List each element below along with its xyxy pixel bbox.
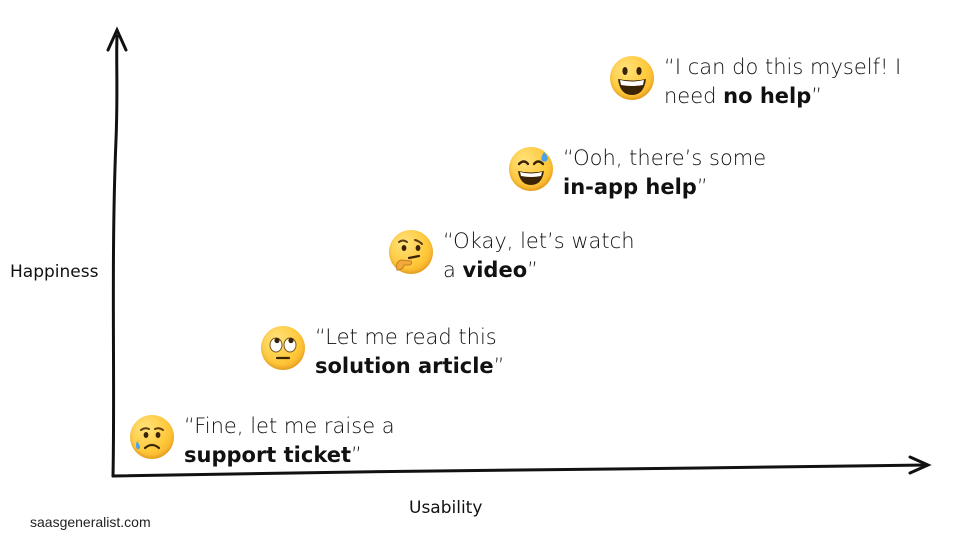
stage-quote: “Ooh, there’s some in-app help” bbox=[563, 144, 863, 202]
quote-line-1: “Let me read this bbox=[315, 325, 497, 349]
grinning-face-icon bbox=[610, 56, 654, 100]
quote-line-2: solution article” bbox=[315, 352, 615, 381]
quote-line-1: “Fine, let me raise a bbox=[184, 414, 395, 438]
quote-close: ” bbox=[527, 258, 539, 282]
stage-quote: “Fine, let me raise a support ticket” bbox=[184, 412, 484, 470]
x-axis-label: Usability bbox=[409, 498, 483, 518]
site-watermark: saasgeneralist.com bbox=[30, 514, 151, 530]
quote-emphasis: support ticket bbox=[184, 443, 352, 467]
quote-emphasis: video bbox=[462, 258, 528, 282]
x-axis-arrowhead bbox=[908, 455, 932, 475]
y-axis-label: Happiness bbox=[10, 262, 99, 282]
quote-close: ” bbox=[351, 443, 362, 467]
x-axis-line bbox=[111, 463, 928, 478]
quote-line-2: a video” bbox=[443, 256, 743, 285]
quote-line-2: support ticket” bbox=[184, 441, 484, 470]
quote-emphasis: no help bbox=[723, 84, 812, 108]
grinning-sweat-face-icon bbox=[509, 147, 553, 191]
stage-quote: “Let me read this solution article” bbox=[315, 323, 615, 381]
quote-close: ” bbox=[493, 354, 505, 378]
sad-relieved-face-icon bbox=[130, 415, 174, 459]
quote-emphasis: in-app help bbox=[563, 175, 697, 199]
quote-line-2: need no help” bbox=[664, 82, 960, 111]
quote-emphasis: solution article bbox=[315, 354, 494, 378]
quote-prefix: a bbox=[443, 258, 463, 282]
eye-roll-face-icon bbox=[261, 326, 305, 370]
quote-close: ” bbox=[811, 84, 823, 108]
thinking-face-icon bbox=[389, 230, 433, 274]
y-axis-arrowhead bbox=[106, 26, 128, 52]
quote-line-1: “Okay, let’s watch bbox=[443, 229, 635, 253]
y-axis-line bbox=[111, 34, 119, 478]
quote-line-2: in-app help” bbox=[563, 173, 863, 202]
stage-quote: “I can do this myself! I need no help” bbox=[664, 53, 960, 111]
quote-line-1: “I can do this myself! I bbox=[664, 55, 902, 79]
quote-line-1: “Ooh, there’s some bbox=[563, 146, 767, 170]
quote-prefix: need bbox=[664, 84, 724, 108]
quote-close: ” bbox=[696, 175, 708, 199]
stage-quote: “Okay, let’s watch a video” bbox=[443, 227, 743, 285]
